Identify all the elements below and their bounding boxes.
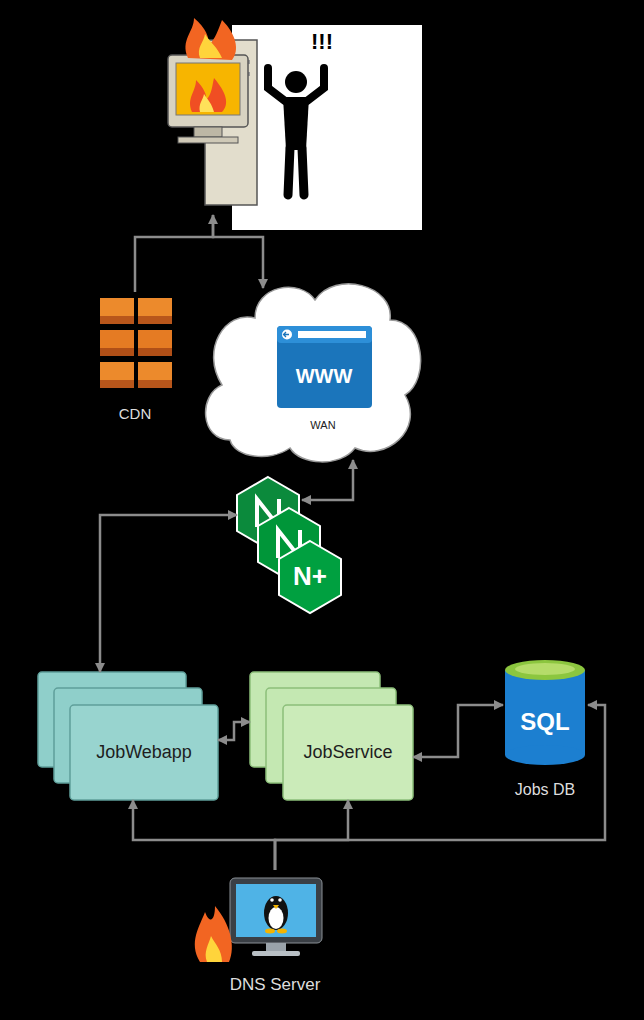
- node-text: JobService: [303, 742, 392, 763]
- node-text: DNS Server: [230, 975, 321, 995]
- process-box: JobService: [250, 672, 413, 800]
- node-subtext: Jobs DB: [515, 781, 575, 799]
- wan-cloud: [206, 284, 421, 462]
- connector-arrow: [133, 800, 275, 870]
- process-box: JobWebapp: [38, 672, 218, 800]
- node-text: SQL: [520, 708, 569, 736]
- user-illustration: !!!: [160, 22, 425, 215]
- burning-computer: [168, 18, 257, 205]
- connector-arrow: [100, 515, 237, 672]
- www-icon: [277, 326, 372, 408]
- nginx-logo: [237, 477, 341, 613]
- webapp-stack: [38, 672, 218, 800]
- database: SQL Jobs DB: [503, 655, 588, 805]
- connector-arrow: [275, 800, 348, 870]
- connector-arrow: [213, 215, 263, 288]
- node-text: N+: [293, 562, 327, 592]
- node-text: WWW: [296, 365, 353, 388]
- node-subtext: WAN: [310, 419, 335, 432]
- connector-arrow: [135, 215, 213, 292]
- node-text: CDN: [119, 405, 152, 422]
- wan-cloud-node: WWW WAN: [200, 288, 425, 460]
- node-text: !!!: [311, 29, 333, 54]
- photo-backdrop: [232, 25, 422, 230]
- connector-arrow: [218, 722, 250, 740]
- dns-server-monitor: [195, 878, 322, 962]
- panicked-person: [268, 68, 324, 195]
- cdn-node: CDN: [92, 292, 178, 427]
- cdn-icon: [100, 298, 172, 388]
- dns-server-node: DNS Server: [190, 870, 360, 1000]
- load-balancer: N+: [232, 475, 344, 615]
- database-cylinder: [505, 660, 585, 765]
- node-text: JobWebapp: [96, 742, 192, 763]
- connector-arrow: [275, 705, 605, 870]
- service-stack: [250, 672, 413, 800]
- connector-arrow: [413, 705, 503, 757]
- connector-arrow: [302, 460, 353, 500]
